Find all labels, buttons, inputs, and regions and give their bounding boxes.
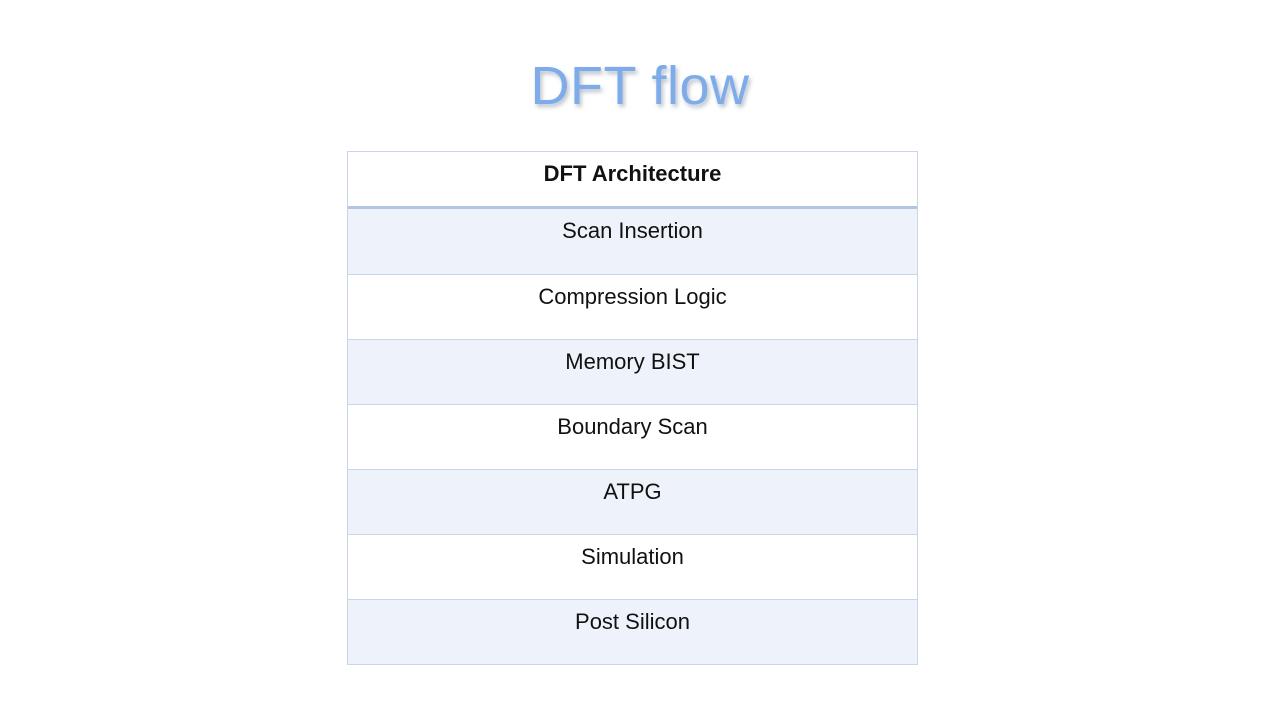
table-header-cell: DFT Architecture bbox=[348, 152, 917, 209]
dft-flow-table: DFT Architecture Scan Insertion Compress… bbox=[347, 151, 918, 665]
table-row-simulation: Simulation bbox=[348, 534, 917, 599]
table-row-scan-insertion: Scan Insertion bbox=[348, 209, 917, 274]
table-row-atpg: ATPG bbox=[348, 469, 917, 534]
slide-title: DFT flow bbox=[530, 56, 750, 116]
table-row-boundary-scan: Boundary Scan bbox=[348, 404, 917, 469]
table-row-compression-logic: Compression Logic bbox=[348, 274, 917, 339]
table-row-memory-bist: Memory BIST bbox=[348, 339, 917, 404]
table-row-post-silicon: Post Silicon bbox=[348, 599, 917, 664]
